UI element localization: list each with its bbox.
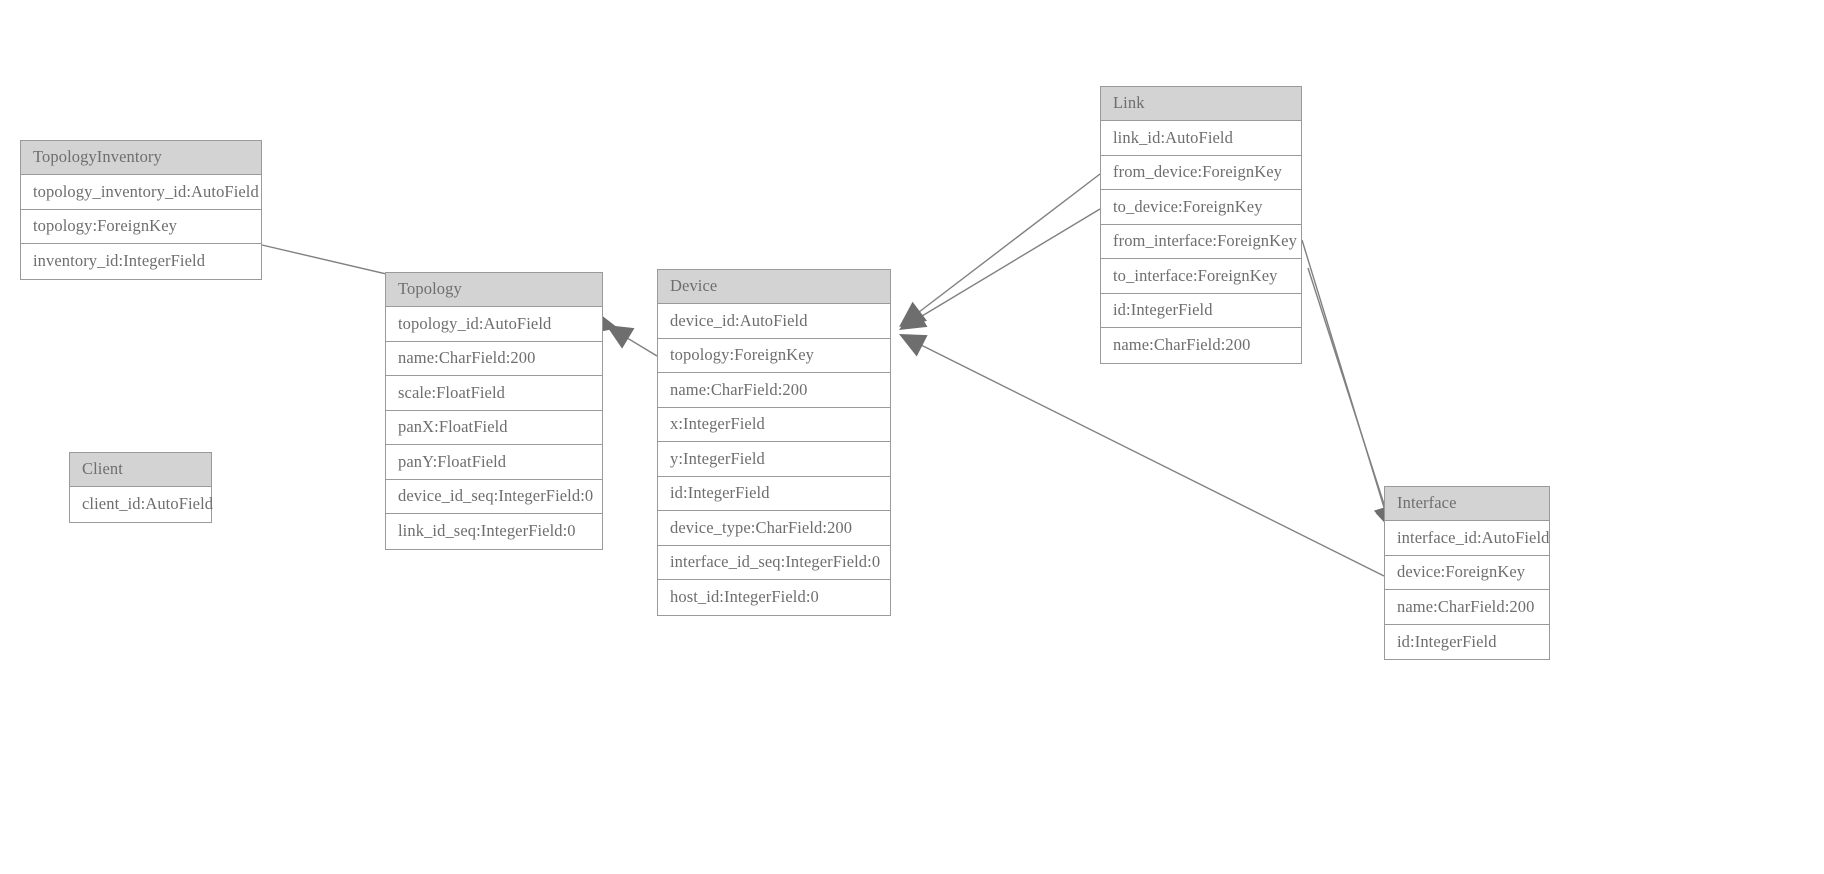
entity-title-device: Device xyxy=(658,270,890,304)
rel-link-todevice-device-arrowhead xyxy=(899,306,928,330)
rel-interface-device xyxy=(902,335,1385,577)
rel-link-fromdevice-device xyxy=(901,173,1101,326)
entity-field[interactable]: device:ForeignKey xyxy=(1385,555,1549,590)
entity-title-topology: Topology xyxy=(386,273,602,307)
rel-link-fromdevice-device-arrowhead xyxy=(899,301,927,327)
entity-field[interactable]: device_id:AutoField xyxy=(658,304,890,339)
entity-title-client: Client xyxy=(70,453,211,487)
entity-field[interactable]: panY:FloatField xyxy=(386,445,602,480)
entity-field[interactable]: interface_id:AutoField xyxy=(1385,521,1549,556)
entity-field[interactable]: name:CharField:200 xyxy=(1385,590,1549,625)
entity-field[interactable]: device_type:CharField:200 xyxy=(658,511,890,546)
entity-field[interactable]: link_id_seq:IntegerField:0 xyxy=(386,514,602,549)
rel-link-todevice-device xyxy=(901,208,1101,329)
entity-field[interactable]: device_id_seq:IntegerField:0 xyxy=(386,479,602,514)
entity-field[interactable]: topology:ForeignKey xyxy=(658,338,890,373)
entity-field[interactable]: id:IntegerField xyxy=(658,476,890,511)
entity-title-interface: Interface xyxy=(1385,487,1549,521)
entity-field[interactable]: from_device:ForeignKey xyxy=(1101,155,1301,190)
entity-field[interactable]: to_device:ForeignKey xyxy=(1101,190,1301,225)
rel-interface-device-arrowhead xyxy=(899,334,928,357)
entity-field[interactable]: name:CharField:200 xyxy=(1101,328,1301,363)
rel-link-tointerface-interface xyxy=(1307,267,1393,530)
entity-field[interactable]: from_interface:ForeignKey xyxy=(1101,224,1301,259)
entity-field[interactable]: host_id:IntegerField:0 xyxy=(658,580,890,615)
entity-field[interactable]: name:CharField:200 xyxy=(658,373,890,408)
entity-field[interactable]: panX:FloatField xyxy=(386,410,602,445)
entity-field[interactable]: id:IntegerField xyxy=(1385,624,1549,659)
entity-field[interactable]: link_id:AutoField xyxy=(1101,121,1301,156)
entity-title-topology-inventory: TopologyInventory xyxy=(21,141,261,175)
rel-device-topology-arrowhead xyxy=(606,325,635,349)
entity-field[interactable]: to_interface:ForeignKey xyxy=(1101,259,1301,294)
rel-link-frominterface-interface xyxy=(1301,239,1391,528)
entity-field[interactable]: y:IntegerField xyxy=(658,442,890,477)
entity-field[interactable]: client_id:AutoField xyxy=(70,487,213,522)
entity-field[interactable]: name:CharField:200 xyxy=(386,341,602,376)
entity-field[interactable]: topology_inventory_id:AutoField xyxy=(21,175,261,210)
entity-field[interactable]: scale:FloatField xyxy=(386,376,602,411)
entity-field[interactable]: id:IntegerField xyxy=(1101,293,1301,328)
entity-field[interactable]: inventory_id:IntegerField xyxy=(21,244,261,279)
rel-device-topology xyxy=(608,326,658,357)
entity-field[interactable]: topology:ForeignKey xyxy=(21,209,261,244)
entity-field[interactable]: x:IntegerField xyxy=(658,407,890,442)
entity-field[interactable]: interface_id_seq:IntegerField:0 xyxy=(658,545,890,580)
entity-field[interactable]: topology_id:AutoField xyxy=(386,307,602,342)
entity-title-link: Link xyxy=(1101,87,1301,121)
